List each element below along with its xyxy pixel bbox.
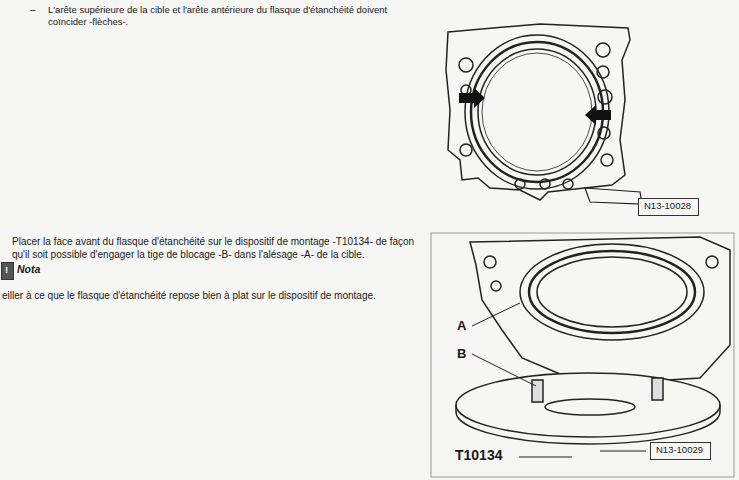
note-heading: Nota [17,263,40,276]
box-text: N13-10029 [656,444,705,456]
alignment-arrows [459,88,611,125]
leader-lines [472,303,646,457]
flange-drawing [446,24,642,204]
instruction-text: L'arête supérieure de la cible et l'arêt… [48,4,426,28]
figure-frame [431,233,734,477]
tool-drawing [456,237,730,444]
box-text: N13-10028 [644,200,693,212]
instruction-text: Placer la face avant du flasque d'étanch… [12,236,417,261]
callout-letter: B [457,346,466,362]
callout-letter: A [457,318,466,334]
box-text: ! [5,264,10,276]
note-icon: ! [1,262,14,280]
note-text: eiller à ce que le flasque d'étanchéité … [2,290,412,303]
tool-number: T10134 [455,447,502,465]
figure-number-box: N13-10029 [650,442,711,460]
bullet-dash: – [30,4,36,17]
figure-number-box: N13-10028 [638,198,699,216]
